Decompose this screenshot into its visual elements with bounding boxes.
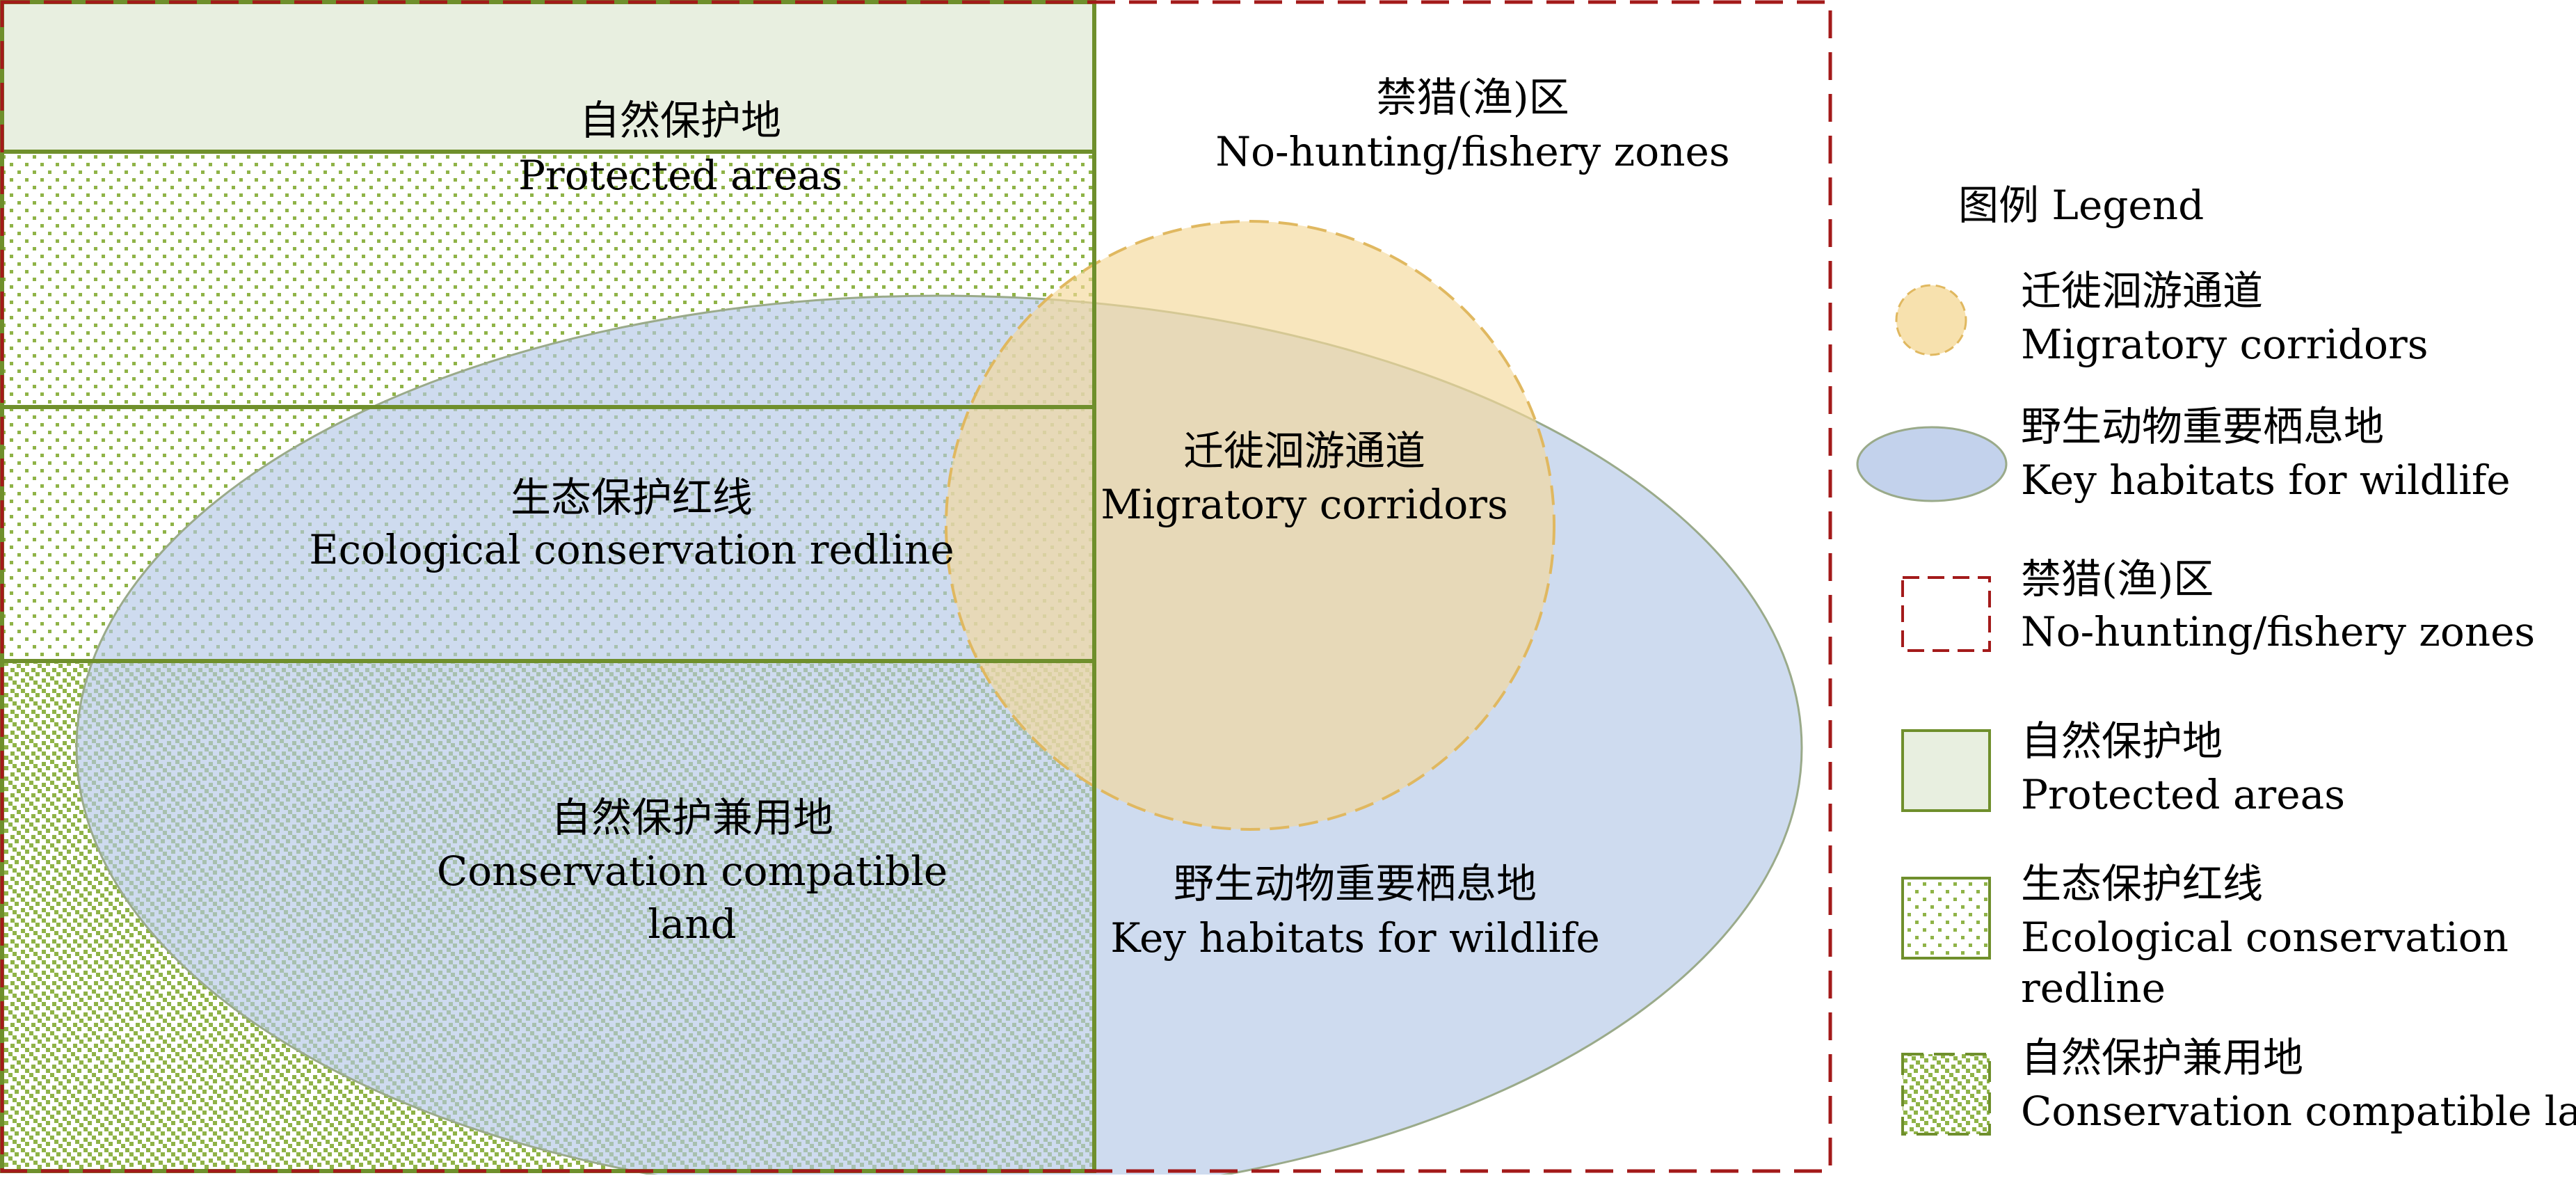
redline-label-zh: 生态保护红线 — [511, 474, 753, 521]
legend-no-hunting-zh: 禁猎(渔)区 — [2021, 555, 2214, 603]
compatible-label-en2: land — [648, 900, 737, 948]
protected-areas-label-zh: 自然保护地 — [579, 97, 781, 144]
habitats-label-en: Key habitats for wildlife — [1110, 914, 1600, 962]
legend-habitats-zh: 野生动物重要栖息地 — [2021, 403, 2384, 450]
protected-areas-label-en: Protected areas — [518, 152, 842, 199]
legend-no-hunting-en: No-hunting/fishery zones — [2021, 608, 2535, 655]
protected-areas-block — [2, 2, 1094, 152]
legend-compatible-en: Conservation compatible land — [2021, 1088, 2576, 1135]
key-habitats-ellipse — [75, 294, 1803, 1178]
compatible-label-en1: Conservation compatible — [437, 847, 947, 895]
legend-migratory-en: Migratory corridors — [2021, 321, 2428, 368]
migratory-label-en: Migratory corridors — [1101, 481, 1507, 528]
legend: 图例 Legend 迁徙洄游通道 Migratory corridors 野生动… — [1856, 182, 2576, 1136]
legend-redline-swatch — [1901, 877, 1991, 960]
migratory-corridors-circle — [945, 220, 1555, 831]
legend-compatible-zh: 自然保护兼用地 — [2021, 1034, 2303, 1081]
legend-redline-zh: 生态保护红线 — [2021, 860, 2263, 907]
no-hunting-label-zh: 禁猎(渔)区 — [1376, 74, 1569, 121]
legend-protected-swatch — [1901, 729, 1991, 812]
legend-migratory-zh: 迁徙洄游通道 — [2021, 267, 2263, 315]
legend-redline-en2: redline — [2021, 964, 2166, 1012]
legend-no-hunting-swatch — [1901, 576, 1991, 652]
redline-label-en: Ecological conservation redline — [309, 526, 954, 573]
legend-habitats-swatch — [1856, 426, 2008, 502]
habitats-label-zh: 野生动物重要栖息地 — [1174, 860, 1537, 907]
legend-protected-en: Protected areas — [2021, 771, 2345, 818]
legend-protected-zh: 自然保护地 — [2021, 717, 2223, 765]
compatible-label-zh: 自然保护兼用地 — [551, 794, 833, 841]
legend-compatible-swatch — [1901, 1053, 1991, 1136]
no-hunting-zone-border — [0, 0, 1832, 1173]
no-hunting-label-en: No-hunting/fishery zones — [1215, 128, 1729, 175]
migratory-label-zh: 迁徙洄游通道 — [1183, 427, 1425, 475]
legend-title: 图例 Legend — [1958, 182, 2204, 229]
legend-habitats-en: Key habitats for wildlife — [2021, 456, 2511, 504]
legend-migratory-swatch — [1895, 284, 1967, 356]
legend-redline-en1: Ecological conservation — [2021, 914, 2509, 961]
